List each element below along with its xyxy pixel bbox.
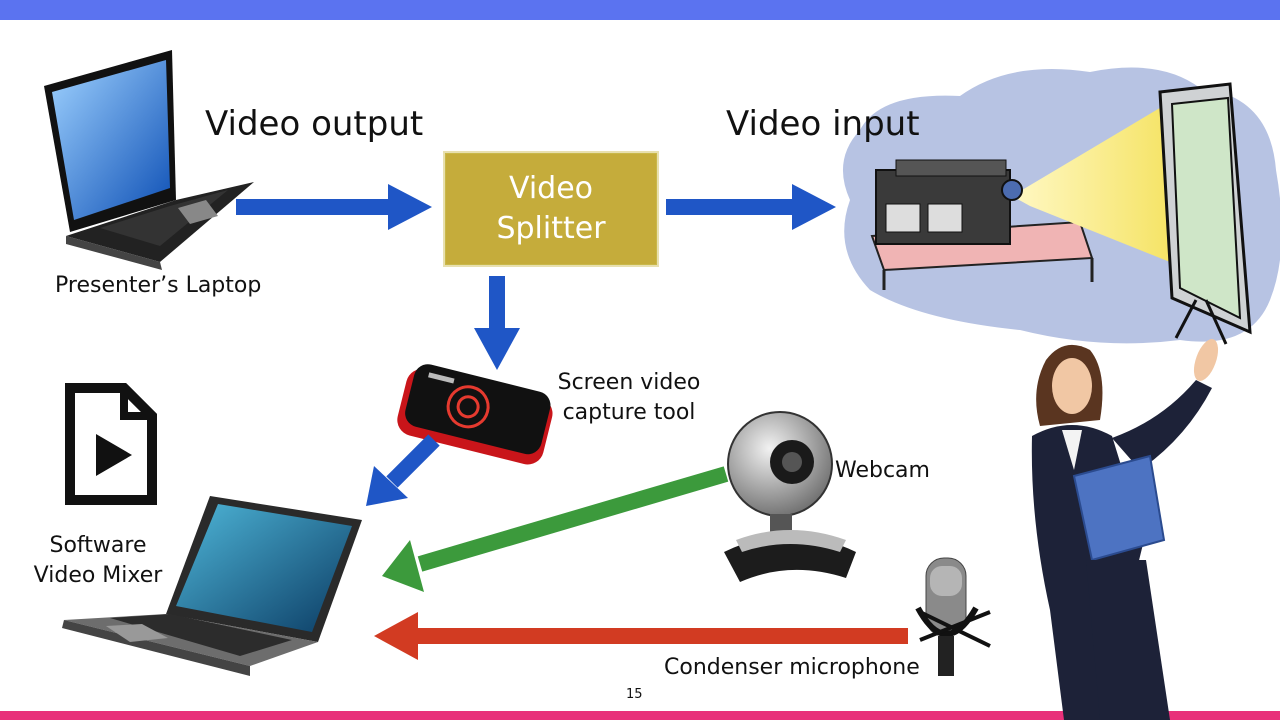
arrow-microphone-to-mixer bbox=[374, 612, 908, 660]
capture-tool-label: Screen video capture tool bbox=[552, 368, 706, 428]
splitter-label-line1: Video bbox=[508, 171, 594, 206]
mixer-label-line2: Video Mixer bbox=[33, 563, 163, 588]
webcam-icon bbox=[724, 411, 856, 582]
video-input-label: Video input bbox=[726, 104, 920, 144]
laptop-icon bbox=[44, 50, 254, 270]
splitter-label-line2: Splitter bbox=[496, 211, 606, 246]
bottom-accent-bar bbox=[0, 711, 1280, 720]
capture-label-line1: Screen video bbox=[557, 370, 701, 395]
arrow-splitter-to-capture bbox=[474, 276, 520, 370]
webcam-label: Webcam bbox=[835, 458, 930, 483]
arrow-webcam-to-mixer bbox=[382, 466, 729, 592]
video-file-icon bbox=[65, 383, 157, 505]
video-mixer-label: Software Video Mixer bbox=[26, 531, 170, 591]
capture-label-line2: capture tool bbox=[562, 400, 696, 425]
arrow-capture-to-mixer bbox=[366, 434, 440, 506]
mixer-label-line1: Software bbox=[49, 533, 147, 558]
arrow-splitter-to-projector bbox=[666, 184, 836, 230]
projector-icon bbox=[843, 67, 1280, 345]
microphone-label: Condenser microphone bbox=[664, 655, 920, 680]
capture-device-icon bbox=[397, 364, 553, 465]
video-output-label: Video output bbox=[205, 104, 424, 144]
video-splitter-box: Video Splitter bbox=[443, 151, 659, 267]
presenter-figure bbox=[1031, 339, 1219, 720]
top-accent-bar bbox=[0, 0, 1280, 20]
mixer-laptop-icon bbox=[62, 496, 362, 676]
presenters-laptop-label: Presenter’s Laptop bbox=[55, 273, 262, 298]
page-number: 15 bbox=[626, 687, 643, 702]
microphone-icon bbox=[915, 557, 991, 676]
arrow-laptop-to-splitter bbox=[236, 184, 432, 230]
